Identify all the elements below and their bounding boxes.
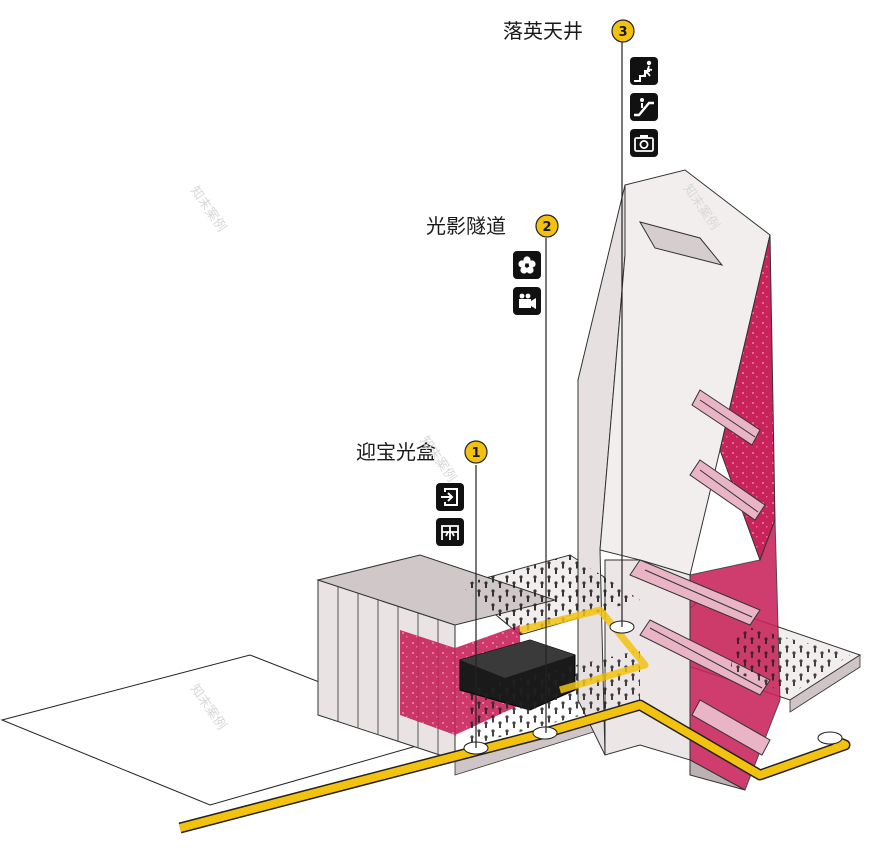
enter-icon xyxy=(436,483,464,511)
number-badge-3 xyxy=(611,19,635,43)
tower-base xyxy=(689,759,746,791)
atrium-escalators xyxy=(629,389,771,756)
number-badge-3-text: 3 xyxy=(618,25,627,40)
label-3: 落英天井 3 xyxy=(503,19,658,157)
label-3-title: 落英天井 xyxy=(503,19,583,43)
number-badge-1-text: 1 xyxy=(471,446,480,461)
stop-marker xyxy=(532,726,558,740)
number-badge-2-text: 2 xyxy=(542,220,551,235)
right-plaza-edge xyxy=(789,654,861,713)
gate-icon xyxy=(436,518,464,546)
label-1: 迎宝光盒 1 xyxy=(356,440,488,546)
yellow-route-branch xyxy=(519,606,649,694)
watermark: 知末案例 xyxy=(187,681,230,733)
stairs-walking-icon xyxy=(630,57,658,85)
number-badge-1 xyxy=(464,440,488,464)
flower-icon xyxy=(513,251,541,279)
label-2-title: 光影隧道 xyxy=(426,214,506,238)
camera-icon xyxy=(630,129,658,157)
crowd-middle-plaza xyxy=(460,555,640,635)
label-1-title: 迎宝光盒 xyxy=(356,440,436,464)
watermark: 知末案例 xyxy=(187,183,230,235)
label-2: 光影隧道 2 xyxy=(426,214,559,315)
number-badge-2 xyxy=(535,214,559,238)
video-camera-icon xyxy=(513,287,541,315)
stop-marker xyxy=(817,731,843,745)
tower-window-slot xyxy=(638,221,724,266)
crowd-right-plaza xyxy=(730,625,850,695)
lightbox-glass-mullions xyxy=(337,586,439,754)
crowd-lower-path xyxy=(470,650,640,745)
escalator-icon xyxy=(630,93,658,121)
